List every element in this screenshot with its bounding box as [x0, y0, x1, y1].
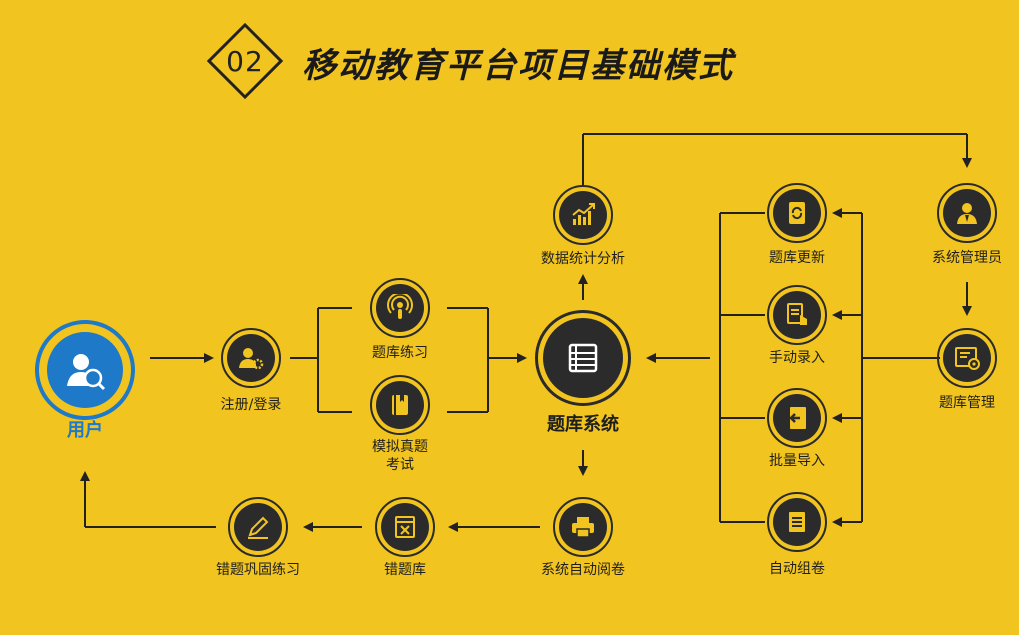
mock-exam-label-1: 模拟真题 — [372, 439, 428, 455]
section-number: 02 — [226, 45, 264, 78]
list-icon — [543, 318, 623, 398]
auto-compose-label: 自动组卷 — [769, 561, 825, 577]
wrong-bank-label: 错题库 — [384, 562, 426, 578]
auto-grading-label: 系统自动阅卷 — [541, 562, 625, 578]
hand-doc-icon — [773, 291, 821, 339]
bank-update-label: 题库更新 — [769, 250, 825, 266]
wrong-practice-label: 错题巩固练习 — [216, 562, 300, 578]
bank-system-label: 题库系统 — [547, 414, 619, 435]
mock-exam-label-2: 考试 — [386, 457, 414, 473]
manual-entry-label: 手动录入 — [769, 350, 825, 366]
import-icon — [773, 394, 821, 442]
user-label: 用户 — [67, 420, 103, 441]
register-label: 注册/登录 — [220, 397, 282, 413]
batch-import-label: 批量导入 — [769, 453, 825, 469]
printer-icon — [559, 503, 607, 551]
chart-icon — [559, 191, 607, 239]
practice-label: 题库练习 — [372, 345, 428, 361]
data-analysis-label: 数据统计分析 — [541, 251, 625, 267]
admin-person-icon — [943, 189, 991, 237]
bank-manage-label: 题库管理 — [939, 395, 995, 411]
pencil-icon — [234, 503, 282, 551]
book-icon — [376, 381, 424, 429]
notebook-icon — [773, 498, 821, 546]
refresh-doc-icon — [773, 189, 821, 237]
podcast-icon — [376, 284, 424, 332]
wrong-doc-icon — [381, 503, 429, 551]
user-gear-icon — [227, 334, 275, 382]
admin-label: 系统管理员 — [932, 250, 1002, 266]
user-icon — [47, 332, 123, 408]
page-title: 移动教育平台项目基础模式 — [302, 46, 734, 86]
settings-doc-icon — [943, 334, 991, 382]
